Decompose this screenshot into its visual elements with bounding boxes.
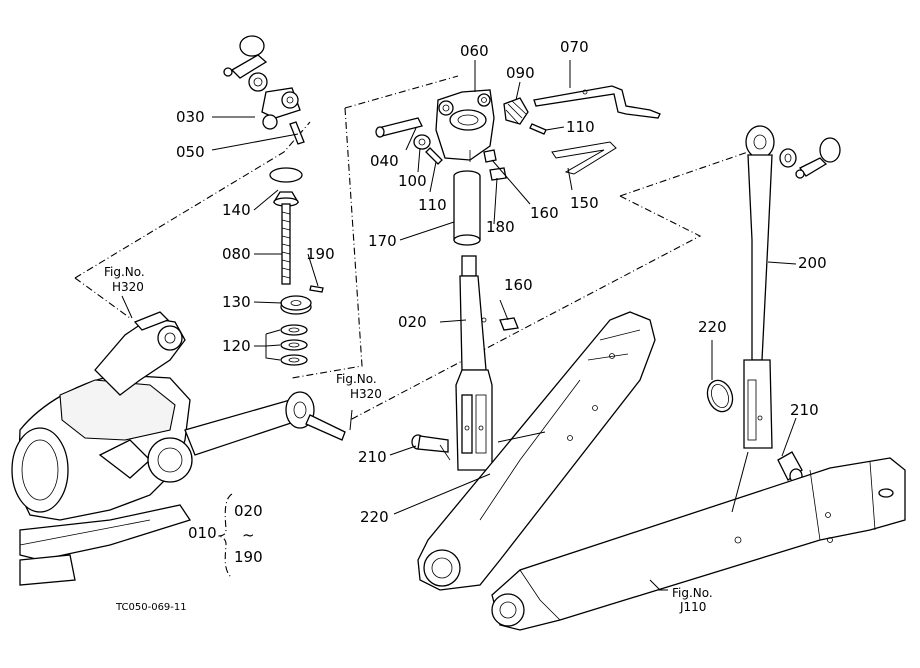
- fig-ref-2-code: H320: [350, 387, 382, 401]
- leader-lines: [121, 60, 797, 591]
- callout-040: 040: [370, 152, 399, 170]
- group-outline-lift-rod: [291, 75, 749, 421]
- leveling-bolt-stack: [269, 167, 324, 366]
- callout-130: 130: [222, 293, 251, 311]
- callout-080: 080: [222, 245, 251, 263]
- callout-100: 100: [398, 172, 427, 190]
- fig-ref-3-code: J110: [679, 600, 706, 614]
- callout-070: 070: [560, 38, 589, 56]
- group-outline-top-link: [74, 121, 311, 319]
- lift-rod-200: [743, 125, 841, 484]
- drawing-code: TC050-069-11: [115, 602, 187, 613]
- fig-ref-3-label: Fig.No.: [672, 586, 713, 600]
- callout-090: 090: [506, 64, 535, 82]
- callout-220-left: 220: [360, 508, 389, 526]
- callout-060: 060: [460, 42, 489, 60]
- callout-020: 020: [398, 313, 427, 331]
- callout-050: 050: [176, 143, 205, 161]
- fig-ref-1-label: Fig.No.: [104, 265, 145, 279]
- lift-arm-shaft: [184, 391, 346, 456]
- callout-120: 120: [222, 337, 251, 355]
- callout-110-upper: 110: [566, 118, 595, 136]
- clevis-pin-left: [411, 434, 451, 461]
- callout-110-lower: 110: [418, 196, 447, 214]
- callout-160-lower: 160: [504, 276, 533, 294]
- assembly-number: 010: [188, 524, 217, 542]
- callout-200: 200: [798, 254, 827, 272]
- callout-210-left: 210: [358, 448, 387, 466]
- assembly-range-separator: ~: [242, 526, 255, 544]
- callout-210-right: 210: [790, 401, 819, 419]
- fig-ref-1-code: H320: [112, 280, 144, 294]
- top-link-pin-assembly: [223, 35, 305, 145]
- callout-030: 030: [176, 108, 205, 126]
- tractor-rear-housing: [11, 311, 193, 586]
- lift-rod-020: [455, 255, 519, 471]
- callout-220-right: 220: [698, 318, 727, 336]
- callout-150: 150: [570, 194, 599, 212]
- lower-link-right: [491, 457, 906, 631]
- assembly-range-from: 020: [234, 502, 263, 520]
- callout-180: 180: [486, 218, 515, 236]
- callout-170: 170: [368, 232, 397, 250]
- callout-labels: 030 050 140 080 190 130 120 060 070 090 …: [176, 38, 827, 526]
- assembly-range: 010 020 ~ 190: [188, 493, 263, 579]
- callout-160-upper: 160: [530, 204, 559, 222]
- callout-190: 190: [306, 245, 335, 263]
- fig-ref-2-label: Fig.No.: [336, 372, 377, 386]
- callout-140: 140: [222, 201, 251, 219]
- assembly-range-to: 190: [234, 548, 263, 566]
- lift-rod-upper-assembly: [375, 85, 661, 246]
- lower-link-left: [417, 311, 656, 591]
- figure-references: Fig.No. H320 Fig.No. H320 Fig.No. J110: [104, 265, 713, 614]
